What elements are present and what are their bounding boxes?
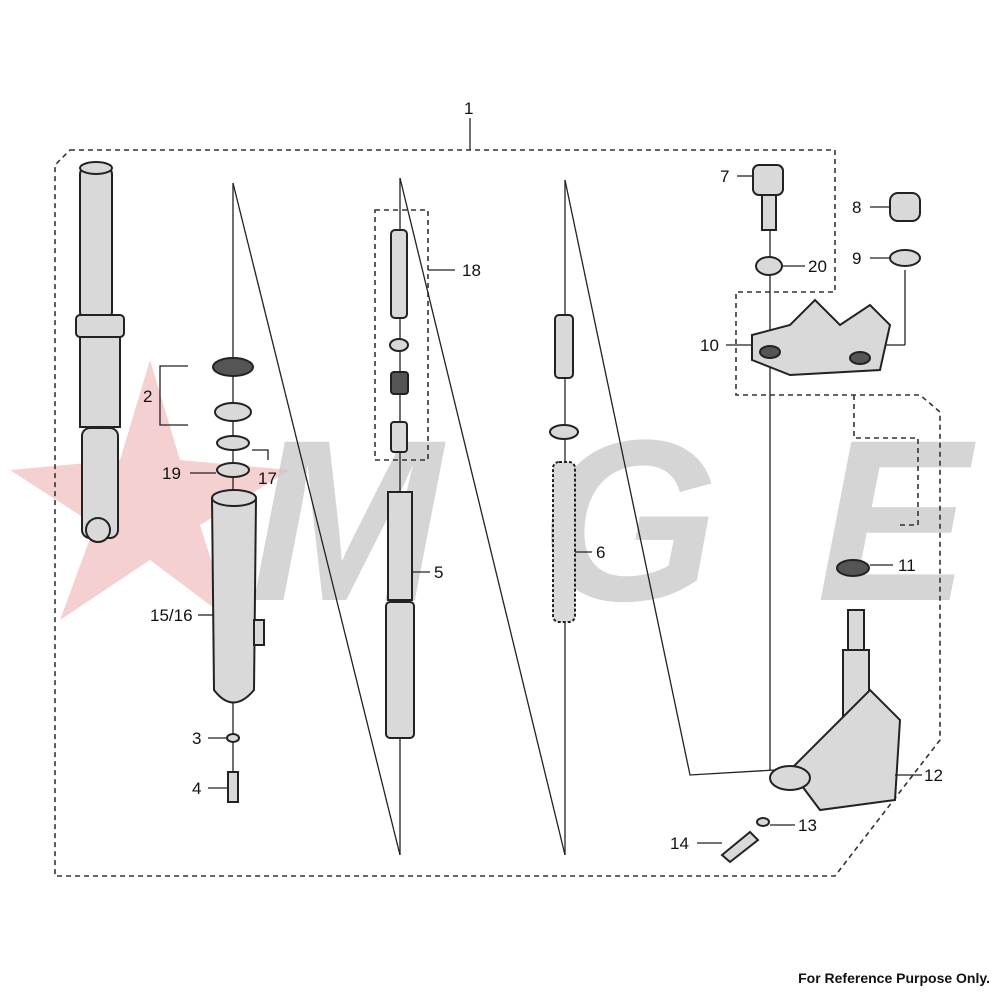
part-15-16-bottom-case [210, 489, 265, 803]
part-18-group-boundary [374, 209, 429, 461]
callout-labels: 1 2 3 4 5 6 7 8 9 10 11 12 13 14 15/16 1… [143, 99, 943, 853]
part-10-group-boundary [853, 395, 919, 526]
callout-11: 11 [898, 556, 916, 575]
part-18-damper [389, 229, 409, 453]
watermark-text: MGE [250, 392, 977, 649]
assembly-lines [232, 177, 906, 856]
callout-19: 19 [162, 464, 181, 483]
callout-13: 13 [798, 816, 817, 835]
callout-10: 10 [700, 336, 719, 355]
callout-7: 7 [720, 167, 729, 186]
callout-17: 17 [258, 469, 277, 488]
fork-leg-left [75, 161, 125, 543]
part-10-top-bridge [751, 298, 892, 377]
watermark: MGE [10, 360, 977, 649]
part-6-spring [549, 314, 579, 623]
callout-15-16: 15/16 [150, 606, 193, 625]
callout-2: 2 [143, 387, 152, 406]
callout-14: 14 [670, 834, 689, 853]
callout-6: 6 [596, 543, 605, 562]
parts-2-seals [212, 357, 254, 478]
watermark-star-icon [10, 360, 290, 620]
callout-20: 20 [808, 257, 827, 276]
callout-leaders [159, 118, 922, 844]
parts-7-8-9-20 [752, 164, 921, 276]
callout-12: 12 [924, 766, 943, 785]
callout-1: 1 [464, 99, 473, 118]
assembly-boundary [54, 149, 941, 877]
callout-5: 5 [434, 563, 443, 582]
callout-4: 4 [192, 779, 201, 798]
part-5-fork-pipe [385, 491, 415, 739]
reference-note: For Reference Purpose Only. [798, 970, 990, 986]
callout-9: 9 [852, 249, 861, 268]
callout-18: 18 [462, 261, 481, 280]
callout-8: 8 [852, 198, 861, 217]
parts-11-12-steering-stem [720, 559, 902, 864]
callout-3: 3 [192, 729, 201, 748]
